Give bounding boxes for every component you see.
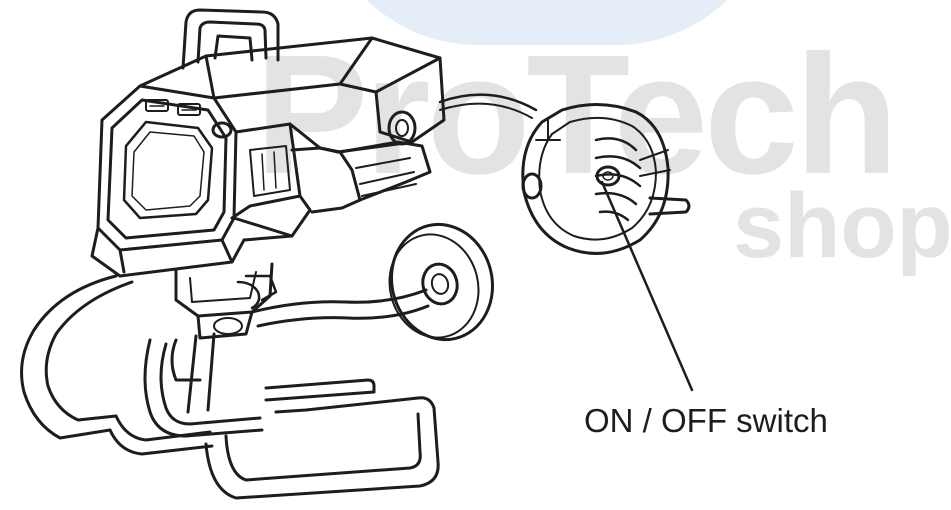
watermark-brand-sub: shop bbox=[733, 175, 951, 277]
sprayer-main-unit bbox=[90, 8, 446, 340]
connector-hose-inner bbox=[439, 102, 533, 119]
wheel bbox=[388, 222, 495, 342]
watermark-brand-main: ProTech bbox=[255, 20, 899, 210]
on-off-switch-label: ON / OFF switch bbox=[584, 402, 828, 439]
cart-frame bbox=[20, 274, 440, 500]
connector-hose bbox=[438, 93, 538, 112]
callout-leader-line bbox=[600, 180, 694, 392]
switch-detail-closeup bbox=[521, 102, 691, 255]
